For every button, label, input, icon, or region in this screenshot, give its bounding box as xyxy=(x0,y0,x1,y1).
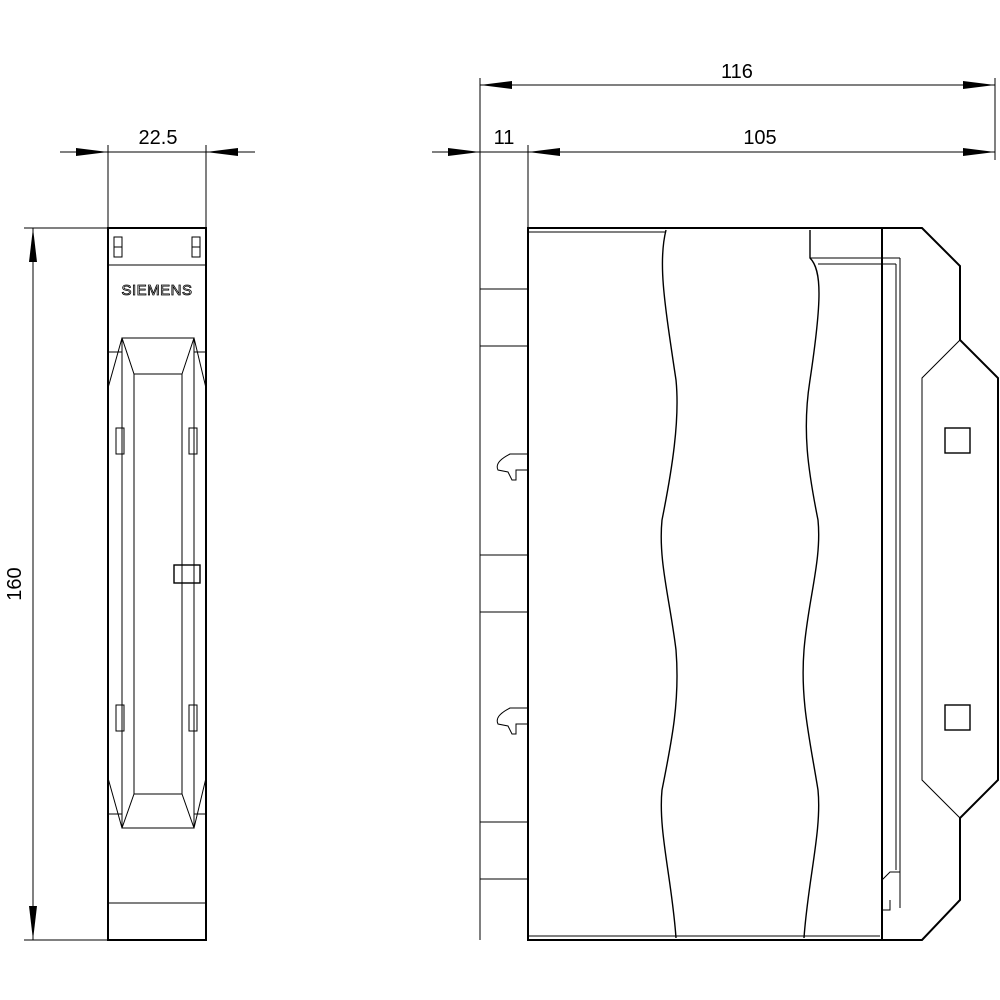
rail-tab-bottom xyxy=(479,821,529,880)
front-cover-profile xyxy=(810,227,999,941)
dim-rail-and-body: 11 105 xyxy=(432,127,995,156)
front-outline xyxy=(107,227,207,941)
dim-height-label: 160 xyxy=(4,567,26,600)
front-view: SIEMENS xyxy=(107,227,207,941)
break-line-right xyxy=(802,230,820,939)
hook-upper xyxy=(496,453,528,481)
cover-window-lower xyxy=(944,704,971,731)
slot-lower-right xyxy=(188,704,198,732)
side-view xyxy=(479,78,999,941)
dim-total-depth: 116 xyxy=(480,61,996,160)
front-cover-inner xyxy=(921,339,961,819)
break-line-left xyxy=(660,229,678,939)
rail-tab-middle xyxy=(479,554,529,613)
dim-height: 160 xyxy=(4,227,108,941)
slot-upper-left xyxy=(115,427,125,455)
slot-lower-left xyxy=(115,704,125,732)
slot-upper-right xyxy=(188,427,198,455)
dim-width-label: 22.5 xyxy=(139,127,178,149)
release-clip xyxy=(173,564,201,584)
brand-label: SIEMENS xyxy=(121,282,192,299)
dim-total-depth-label: 116 xyxy=(721,61,753,83)
dim-body-depth-label: 105 xyxy=(743,127,776,149)
module-body xyxy=(527,227,883,941)
latch-bottom xyxy=(881,871,900,911)
rail-tab-top xyxy=(479,288,529,347)
dim-width: 22.5 xyxy=(60,127,255,228)
cover-window-upper xyxy=(944,427,971,454)
dim-rail-offset-label: 11 xyxy=(494,127,515,149)
hook-lower xyxy=(496,707,528,735)
